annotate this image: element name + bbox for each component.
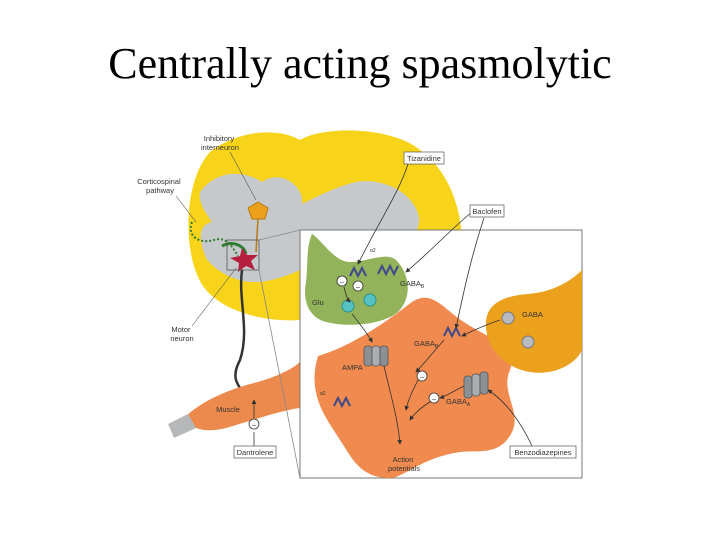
ampa-channel-icon (363, 345, 389, 367)
alpha2-post-receptor-icon (333, 395, 351, 409)
alpha2-pre-label: α2 (370, 248, 376, 254)
gaba-label: GABA (522, 310, 543, 319)
arrow (439, 385, 465, 400)
gaba-b-receptor-icon (377, 263, 399, 277)
interneuron-axon (255, 218, 259, 253)
inhibitory-interneuron-icon (247, 201, 269, 220)
dantrolene-label: Dantrolene (237, 448, 274, 457)
gaba-b-post-receptor-icon (443, 325, 461, 339)
arrow (343, 286, 351, 303)
arrow (415, 339, 445, 373)
benzodiazepines-label: Benzodiazepines (514, 448, 571, 457)
corticospinal-terminal (221, 242, 248, 255)
leader-line (229, 151, 257, 201)
motor-neuron-star-icon (230, 248, 258, 272)
inhibit-sign-icon: – (428, 392, 440, 404)
leader-line (175, 195, 197, 223)
gaba-vesicle (501, 311, 515, 325)
benzodiazepines-arrow (487, 389, 533, 447)
leader-line (191, 267, 237, 327)
svg-text:–: – (420, 372, 425, 381)
motor-axon (234, 269, 246, 389)
arrow (351, 313, 373, 343)
glu-vesicle (341, 299, 355, 313)
muscle (184, 360, 301, 431)
inhibit-sign-icon: – (248, 418, 260, 430)
tizanidine-arrow (357, 163, 409, 265)
alpha2-post-label: α2 (320, 391, 326, 397)
motor-neuron-label: Motor neuron (170, 325, 193, 343)
zoom-line-top (258, 229, 301, 241)
action-potentials-label: Action potentials (388, 455, 420, 473)
baclofen-arrow (405, 211, 473, 273)
glu-vesicle (363, 293, 377, 307)
corticospinal-pathway-label: Corticospinal pathway (137, 177, 182, 195)
inhibit-sign-icon: – (416, 370, 428, 382)
baclofen-arrow (454, 217, 485, 329)
arrow (409, 401, 431, 421)
inhibitory-interneuron-label: Inhibitory interneuron (201, 134, 239, 152)
tendon (168, 414, 196, 438)
gaba-terminal (485, 270, 582, 373)
gaba-a-channel-icon (463, 371, 489, 399)
alpha2-receptor-icon (349, 265, 367, 279)
ampa-label: AMPA (342, 363, 363, 372)
gaba-vesicle (521, 335, 535, 349)
gaba-b-pre-label: GABAB (400, 279, 425, 290)
svg-text:–: – (252, 420, 257, 429)
svg-text:–: – (340, 277, 345, 286)
gaba-b-post-label: GABAB (414, 339, 439, 350)
glu-label: Glu (312, 298, 324, 307)
zoom-box (226, 239, 260, 271)
gaba-a-label: GABAA (446, 397, 471, 408)
arrow (383, 365, 403, 445)
corticospinal-pathway (189, 221, 239, 257)
baclofen-label: Baclofen (472, 207, 501, 216)
inhibit-sign-icon: – (352, 280, 364, 292)
svg-text:–: – (356, 282, 361, 291)
svg-text:–: – (432, 394, 437, 403)
glutamate-terminal (304, 234, 408, 325)
zoom-line-bottom (258, 269, 301, 479)
muscle-label: Muscle (216, 405, 240, 414)
arrow (461, 319, 501, 337)
tizanidine-label: Tizanidine (407, 154, 441, 163)
slide-title: Centrally acting spasmolytic (108, 39, 612, 88)
inhibit-sign-icon: – (336, 275, 348, 287)
arrow (404, 379, 419, 411)
